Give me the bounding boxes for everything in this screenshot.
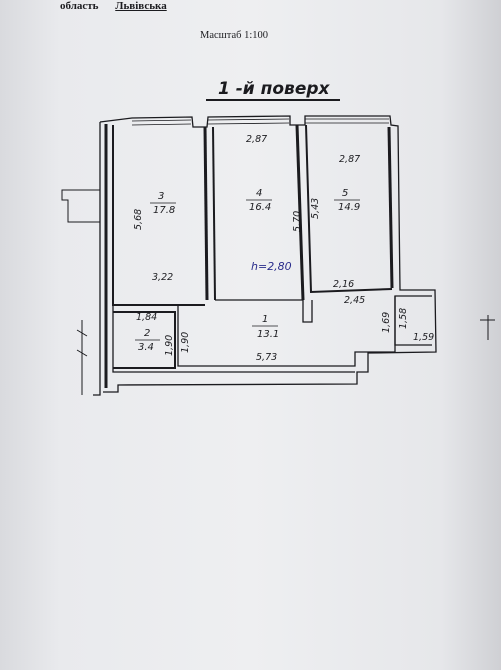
room-2-number: 2 [144,328,150,339]
room-3-number: 3 [158,191,164,202]
dim-corridor-bottom: 5,73 [256,352,277,363]
floor-title-underline [206,99,340,101]
floor-title: 1 -й поверх [218,79,330,99]
room-1-number: 1 [262,314,268,325]
dim-closet-side-a: 1,69 [381,312,392,333]
room-1-area: 13.1 [257,329,279,340]
room-2-area: 3.4 [138,342,154,353]
dim-room5-top: 2,87 [339,154,360,165]
room-4-area: 16.4 [249,202,271,213]
room-5-area: 14.9 [338,202,360,213]
room-5-number: 5 [342,188,348,199]
dim-room3-side: 5,68 [133,209,144,230]
dim-room4-top: 2,87 [246,134,267,145]
walls [61,115,495,396]
region-label: область [60,0,99,12]
scale-label: Масштаб 1:100 [200,30,269,41]
dim-corridor-top: 2,45 [344,295,365,306]
region-value: Львівська [115,0,167,12]
dim-room3-bottom: 3,22 [152,272,173,283]
dim-closet-bottom: 1,59 [413,332,434,343]
dim-corridor-side: 1,90 [180,332,191,353]
dim-room2-top: 1,84 [136,312,157,323]
dim-room5-bottom: 2,16 [333,279,354,290]
dim-room2-side: 1,90 [164,335,175,356]
dim-room4-side: 5,70 [292,211,303,232]
dim-room5-side: 5,43 [310,198,321,219]
ceiling-height: h=2,80 [251,260,292,273]
region-field: область Львівська [60,0,167,12]
room-3-area: 17.8 [153,205,175,216]
room-4-number: 4 [256,188,262,199]
dim-closet-side-b: 1,58 [398,308,409,329]
